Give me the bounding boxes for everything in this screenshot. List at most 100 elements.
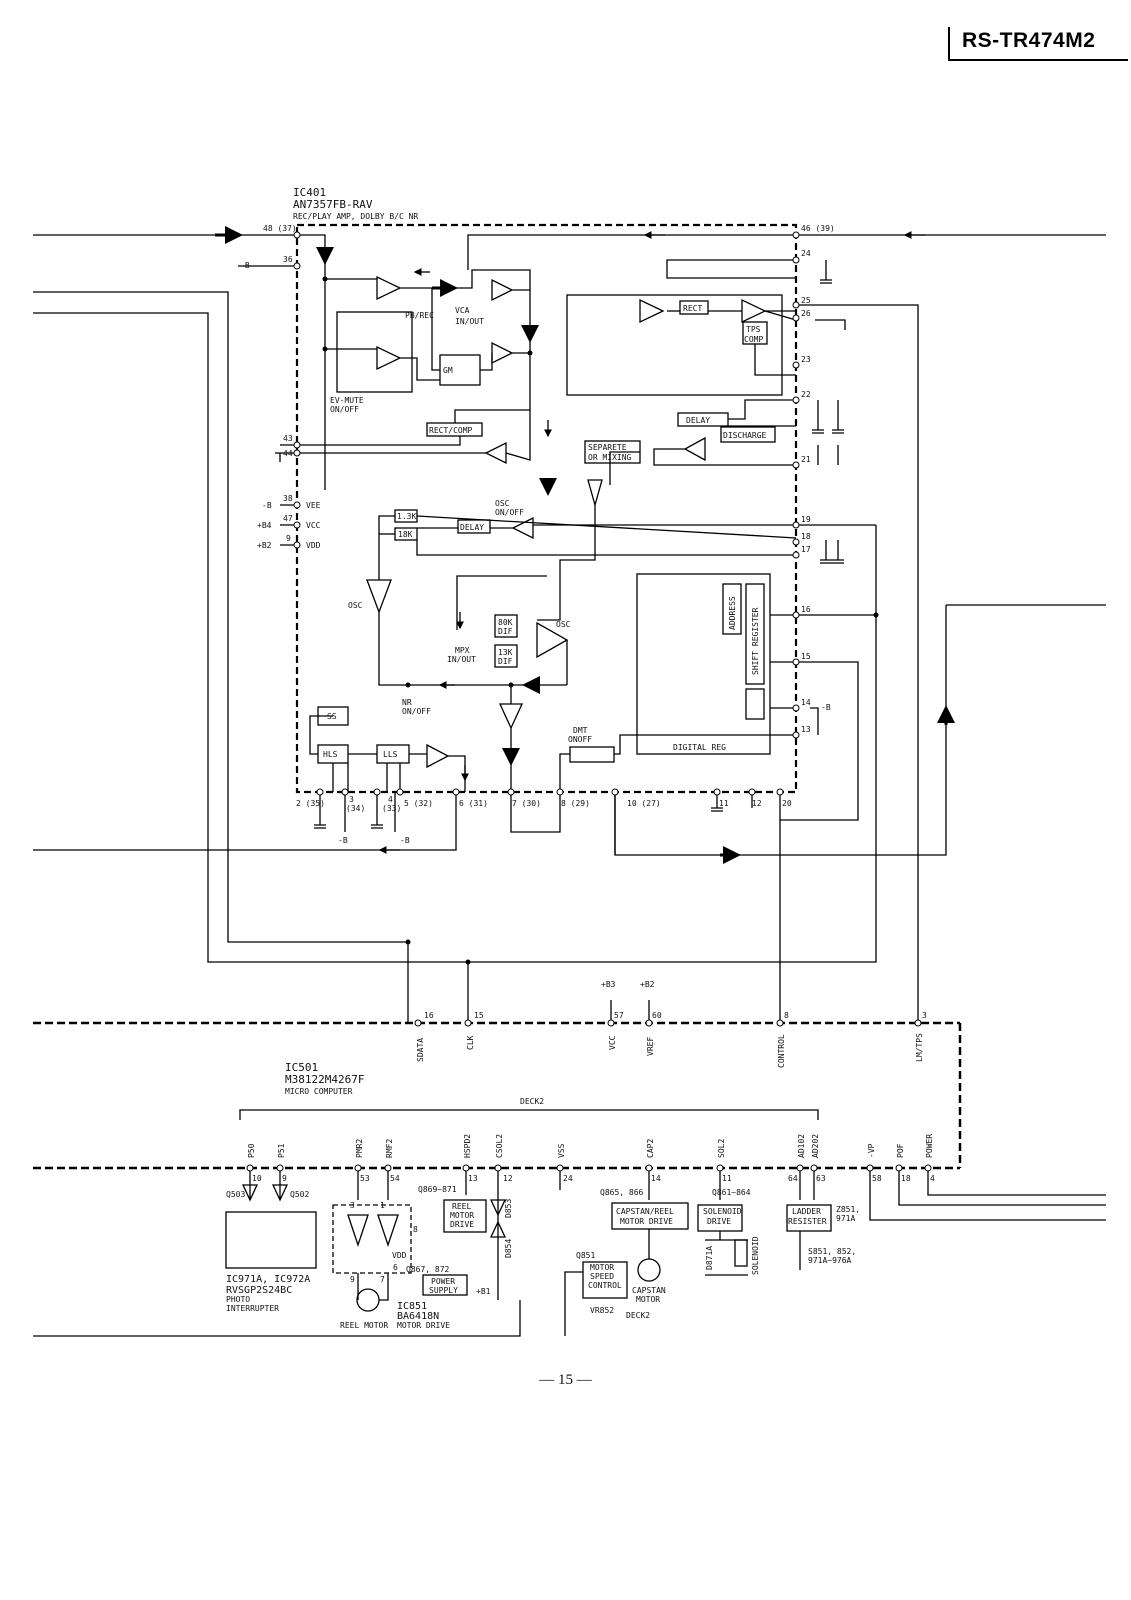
q851-label: Q851 (576, 1251, 595, 1260)
ic971-label: IC971A, IC972A (226, 1274, 310, 1285)
bot-pin-name-6: VSS (557, 1143, 566, 1158)
label-osc2: ON/OFF (495, 508, 524, 517)
label-address: ADDRESS (728, 596, 737, 630)
deck2-label: DECK2 (520, 1097, 544, 1106)
label-digreg: DIGITAL REG (673, 743, 726, 752)
top-pin-name-4: CONTROL (777, 1034, 786, 1068)
pin-6-label: 6 (393, 1263, 398, 1272)
label-osc: OSC (348, 601, 363, 610)
pin-26: 26 (801, 309, 811, 318)
power-supply-box (422, 1274, 468, 1296)
label-dmt1: DMT (573, 726, 588, 735)
bot-pin-name-12: POF (896, 1143, 905, 1158)
lad-1: LADDER (792, 1207, 821, 1216)
interrupter-label: INTERRUPTER (226, 1304, 279, 1313)
ms-2: SPEED (590, 1272, 614, 1281)
top-pin-num-2: 57 (614, 1011, 624, 1020)
top-pin-name-3: VREF (646, 1037, 655, 1056)
pin-23: 23 (801, 355, 811, 364)
bot-pin-num-9: 64 (788, 1174, 798, 1183)
label-dmt2: ONOFF (568, 735, 592, 744)
lad-2: RESISTER (788, 1217, 827, 1226)
label-vdd: VDD (306, 541, 321, 550)
cap-drive-1: CAPSTAN/REEL (616, 1207, 674, 1216)
ic401-boundary (295, 223, 798, 794)
b1-label: +B1 (476, 1287, 491, 1296)
bot-pin-num-8: 11 (722, 1174, 732, 1183)
pin-44: 44 (283, 449, 293, 458)
ladder-resister-box (786, 1204, 832, 1232)
reel-drive-3: DRIVE (450, 1220, 474, 1229)
supply-b3: +B3 (601, 980, 616, 989)
label-mpx1: MPX (455, 646, 470, 655)
label-b4: +B4 (257, 521, 272, 530)
pin-16: 16 (801, 605, 811, 614)
q503-label: Q503 (226, 1190, 245, 1199)
label-sep2: OR MIXING (588, 453, 632, 462)
ic501-desc: MICRO COMPUTER (285, 1087, 353, 1096)
bot-pin-name-8: SOL2 (717, 1139, 726, 1158)
sol-drive-2: DRIVE (707, 1217, 731, 1226)
bot-pin-num-1: 9 (282, 1174, 287, 1183)
bot-pin-num-12: 18 (901, 1174, 911, 1183)
label-osc1: OSC (495, 499, 510, 508)
label-r18k: 18K (398, 530, 413, 539)
bot-pin-name-10: AD202 (811, 1134, 820, 1158)
z971-label: 971A (836, 1214, 855, 1223)
label-pbrec: PB/REC (405, 311, 434, 320)
shift-register-box (745, 583, 765, 685)
q861-label: Q861~864 (712, 1188, 751, 1197)
label-r13k: 1.3K (397, 512, 416, 521)
label-rect: RECT (683, 304, 702, 313)
d854-label: D854 (504, 1239, 513, 1258)
model-title: RS-TR474M2 (962, 29, 1096, 52)
bot-pin-name-1: P51 (277, 1143, 286, 1158)
supply-b2: +B2 (640, 980, 655, 989)
pin-b5: 5 (32) (404, 799, 433, 808)
ms-3: CONTROL (588, 1281, 622, 1290)
ic401-part: AN7357FB-RAV (293, 198, 373, 211)
page-number: — 15 — (539, 1372, 592, 1388)
bot-pin-name-5: CSOL2 (495, 1134, 504, 1158)
vr852-label: VR852 (590, 1306, 614, 1315)
top-pin-name-5: LM/TPS (915, 1033, 924, 1062)
address-box (722, 583, 742, 635)
bot-pin-name-9: AD102 (797, 1134, 806, 1158)
label-vca2: IN/OUT (455, 317, 484, 326)
pin-25: 25 (801, 296, 811, 305)
pin-14: 14 (801, 698, 811, 707)
q502-label: Q502 (290, 1190, 309, 1199)
rect-box (679, 300, 709, 315)
pin-b7: 7 (30) (512, 799, 541, 808)
capm-1: CAPSTAN (632, 1286, 666, 1295)
label-gm: GM (443, 366, 453, 375)
solenoid-label: SOLENOID (751, 1236, 760, 1275)
bot-pin-name-2: PMR2 (355, 1139, 364, 1158)
s971-label: 971A~976A (808, 1256, 852, 1265)
label-vca1: VCA (455, 306, 470, 315)
ps-2: SUPPLY (429, 1286, 458, 1295)
label-shiftreg: SHIFT REGISTER (751, 607, 760, 675)
bot-pin-name-11: -VP (867, 1143, 876, 1158)
photo-label: PHOTO (226, 1295, 250, 1304)
cap-drive-2: MOTOR DRIVE (620, 1217, 673, 1226)
label-discharge: DISCHARGE (723, 431, 767, 440)
dif13-box (494, 644, 518, 668)
pin-b33: (33) (382, 804, 401, 813)
motor-speed-box (582, 1261, 628, 1299)
dif80-box (494, 614, 518, 638)
pin-18: 18 (801, 532, 811, 541)
top-pin-name-0: SDATA (416, 1038, 425, 1062)
pin-21: 21 (801, 455, 811, 464)
bot-pin-num-11: 58 (872, 1174, 882, 1183)
pin-8-label: 8 (413, 1225, 418, 1234)
pin-b34: (34) (346, 804, 365, 813)
label-mpx2: IN/OUT (447, 655, 476, 664)
pin-b10: 10 (27) (627, 799, 661, 808)
rvs-label: RVSGP2S24BC (226, 1285, 292, 1296)
reel-drive-2: MOTOR (450, 1211, 474, 1220)
label-tps2: COMP (744, 335, 763, 344)
label-hls: HLS (323, 750, 338, 759)
d853-label: D853 (504, 1199, 513, 1218)
vdd-label: VDD (392, 1251, 407, 1260)
